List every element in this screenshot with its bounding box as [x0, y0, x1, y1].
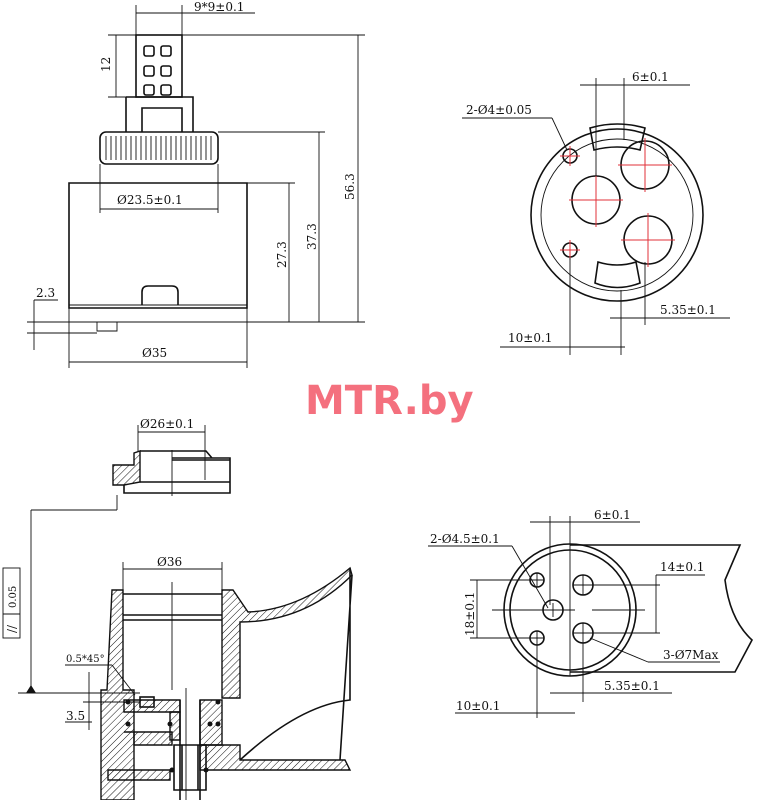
- dimension-lines: [30, 425, 206, 690]
- parallelism-symbol-icon: //: [5, 624, 19, 633]
- watermark-logo: MTR.by: [305, 378, 474, 424]
- stem: [135, 34, 183, 98]
- dim-body-height: 27.3: [275, 241, 289, 268]
- knurled-cap: [99, 131, 219, 165]
- dim-port-spacing: 14±0.1: [660, 560, 704, 574]
- dim-ring-diameter: Ø26±0.1: [140, 417, 194, 431]
- body-spout: [239, 568, 353, 761]
- dim-cap-height: 37.3: [305, 223, 319, 250]
- dim-step-depth: 3.5: [66, 709, 85, 723]
- dimension-lines: [18, 562, 223, 730]
- dim-seat-pin-offset: 10±0.1: [456, 699, 500, 713]
- cartridge-side-view: 9*9±0.1 12 56.3 37.3 27.3 Ø23.5±0.1 2.3 …: [27, 0, 365, 368]
- datum-triangle-icon: [26, 685, 36, 693]
- dimension-lines: [27, 5, 365, 368]
- body-inner-hatch: [107, 699, 352, 781]
- parallelism-tolerance-frame: // 0.05: [2, 567, 21, 639]
- dim-seat-pin-holes: 2-Ø4.5±0.1: [430, 532, 500, 546]
- seat-plan-view: 6±0.1 2-Ø4.5±0.1 14±0.1 18±0.1 3-Ø7Max 5…: [428, 508, 753, 718]
- o-rings: [125, 699, 221, 773]
- dim-pin-offset: 10±0.1: [508, 331, 552, 345]
- center-marks: [560, 138, 675, 267]
- dim-stem-height: 12: [99, 57, 113, 72]
- dim-pin-holes: 2-Ø4±0.05: [466, 103, 532, 117]
- faucet-body-section: // 0.05 Ø36 0.5*45° 3.5: [2, 555, 353, 800]
- center-lines: [492, 573, 645, 645]
- dim-seat-port-offset: 5.35±0.1: [604, 679, 660, 693]
- rib: [589, 123, 646, 151]
- ring-hatched: [112, 450, 141, 486]
- seat-holes: [529, 572, 594, 646]
- dim-ports: 3-Ø7Max: [663, 648, 719, 662]
- rib: [594, 260, 641, 289]
- dim-center-offset: 6±0.1: [632, 70, 669, 84]
- seat-ring-section: Ø26±0.1: [30, 417, 231, 690]
- dim-total-height: 56.3: [343, 173, 357, 200]
- dim-pin-spacing: 18±0.1: [463, 592, 477, 636]
- knurling: [105, 136, 212, 160]
- dim-port-offset: 5.35±0.1: [660, 303, 716, 317]
- dimension-lines: [428, 516, 720, 718]
- stem-base: [125, 96, 194, 132]
- dim-body-diameter: Ø35: [142, 346, 167, 360]
- bore-thread: [123, 593, 222, 621]
- body-wall-left: [100, 589, 135, 800]
- dim-chamfer: 0.5*45°: [66, 654, 105, 665]
- dim-seat-center-offset: 6±0.1: [594, 508, 631, 522]
- dim-cap-diameter: Ø23.5±0.1: [117, 193, 183, 207]
- dim-base-offset: 2.3: [36, 286, 55, 300]
- cartridge-top-view: 6±0.1 2-Ø4±0.05 5.35±0.1 10±0.1: [462, 70, 730, 355]
- dim-bore-diameter: Ø36: [157, 555, 182, 569]
- body-notch: [141, 285, 179, 305]
- parallelism-tolerance: 0.05: [8, 586, 19, 608]
- locating-pin: [96, 322, 118, 332]
- cartridge-stem-section: [173, 700, 207, 800]
- body-break-outline: [570, 544, 753, 673]
- body-wall-right: [221, 566, 353, 699]
- dim-stem-width: 9*9±0.1: [194, 0, 244, 14]
- stem-spline-grid: [143, 45, 172, 96]
- ring-outline: [123, 450, 231, 494]
- dimension-lines: [462, 78, 730, 355]
- outer-rim: [530, 128, 704, 302]
